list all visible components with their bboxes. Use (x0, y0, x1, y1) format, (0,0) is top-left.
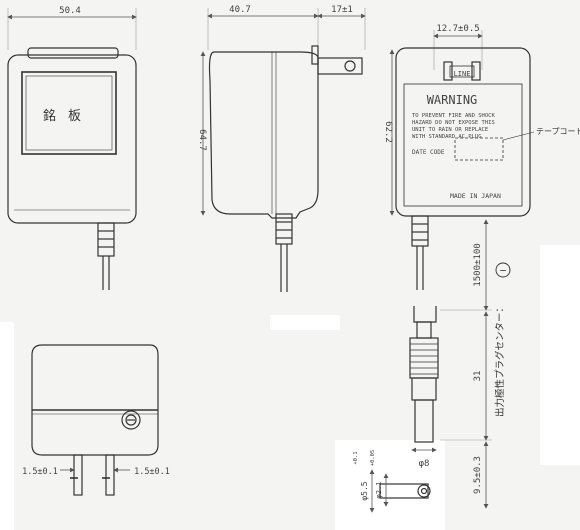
plug-tip (414, 399, 434, 443)
prong-right (471, 61, 481, 81)
socket-circle (121, 410, 141, 430)
blank-region-left (0, 322, 14, 530)
plug-outer-tol: +0.1 (353, 451, 359, 464)
blank-region-center (270, 315, 340, 330)
tape-code-label: テープコード (536, 127, 580, 136)
warning-line-1: TO PREVENT FIRE AND SHOCK (412, 113, 495, 119)
back-view (389, 30, 535, 290)
side-body (208, 51, 319, 219)
prong-left (443, 61, 453, 81)
warning-line-4: WITH STANDARD AC PLUG (412, 134, 482, 140)
warning-label (403, 83, 523, 207)
cable-length-dim: 1500±100 (473, 243, 483, 286)
plug-inner-tol: +0.05 (370, 450, 376, 467)
front-width-dim: 50.4 (59, 6, 81, 16)
made-in-label: MADE IN JAPAN (450, 192, 501, 200)
polarity-symbol: − (500, 264, 507, 277)
polarity-circle (495, 262, 511, 278)
side-view (200, 8, 366, 292)
side-height-dim: 64.7 (197, 129, 207, 151)
date-code-label: DATE CODE (412, 149, 445, 156)
back-height-dim: 62.2 (383, 121, 393, 143)
bottom-body (31, 344, 159, 456)
prong-length-dim: 17±1 (331, 5, 353, 15)
plug-body-dia: φ8 (419, 459, 430, 469)
side-depth-dim: 40.7 (229, 5, 251, 15)
bottom-left-dim: 1.5±0.1 (22, 467, 58, 477)
plug-length-dim: 31 (473, 371, 483, 382)
nameplate-label: 銘板 (43, 109, 93, 124)
date-code-box (454, 137, 504, 161)
line-marker: LINE (454, 70, 471, 78)
plug-outer-dia: φ5.5 (360, 481, 369, 500)
dc-plug-view (369, 219, 511, 513)
polarity-label: 出力極性プラグセンター： (494, 303, 506, 417)
prong-side (317, 57, 363, 75)
nameplate (21, 71, 117, 155)
front-view (7, 8, 137, 290)
bottom-right-dim: 1.5±0.1 (134, 467, 170, 477)
back-body (395, 47, 531, 217)
warning-line-2: HAZARD DO NOT EXPOSE THIS (412, 120, 495, 126)
warning-line-3: UNIT TO RAIN OR REPLACE (412, 127, 488, 133)
plug-tip-dim: 9.5±0.3 (473, 456, 483, 494)
bottom-view (31, 344, 159, 496)
blank-region-right (540, 245, 580, 465)
plug-inner-dia: φ2.1 (375, 482, 383, 499)
front-body (7, 54, 137, 224)
prong-spacing-dim: 12.7±0.5 (436, 24, 479, 34)
warning-title: WARNING (427, 93, 478, 107)
